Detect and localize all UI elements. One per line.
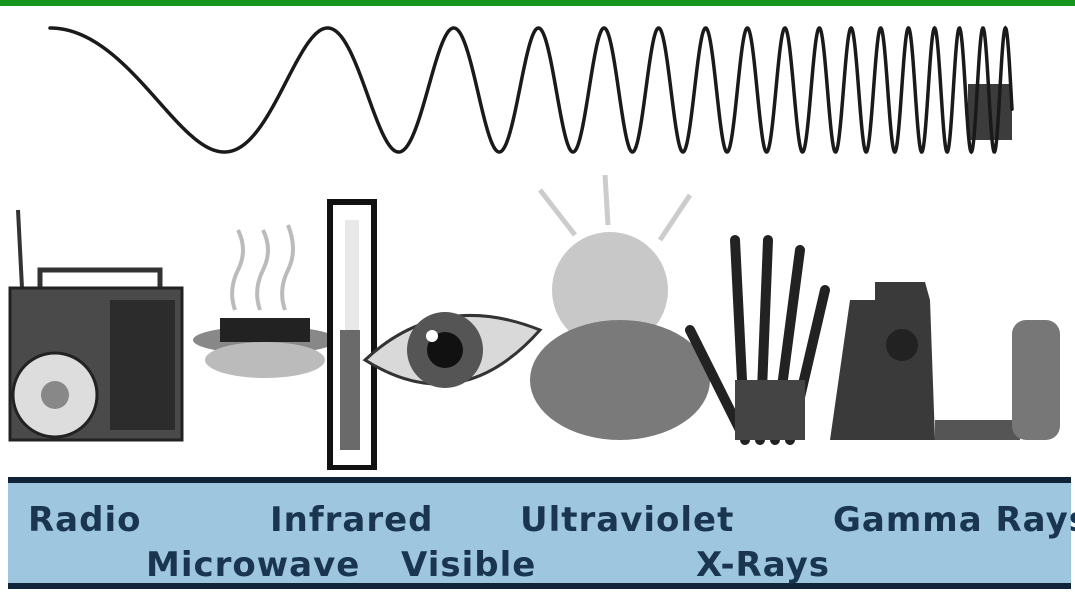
thermometer-icon bbox=[330, 202, 374, 468]
label-microwave: Microwave bbox=[146, 545, 360, 585]
spectrum-labels-band: Radio Infrared Ultraviolet Gamma Rays Mi… bbox=[8, 477, 1071, 589]
label-infrared: Infrared bbox=[270, 500, 434, 540]
wave-line bbox=[50, 28, 1012, 152]
label-ultraviolet: Ultraviolet bbox=[520, 500, 734, 540]
label-radio: Radio bbox=[28, 500, 141, 540]
label-gamma-rays: Gamma Rays bbox=[833, 500, 1075, 540]
xray-hand-icon bbox=[690, 240, 825, 440]
label-visible: Visible bbox=[401, 545, 536, 585]
nuclear-plant-icon bbox=[830, 282, 1060, 440]
lightbulb-icon bbox=[530, 175, 710, 440]
eye-icon bbox=[365, 312, 540, 388]
label-x-rays: X-Rays bbox=[696, 545, 830, 585]
radio-icon bbox=[10, 210, 182, 440]
spectrum-diagram bbox=[0, 0, 1075, 470]
wave-dense-block bbox=[968, 84, 1012, 140]
microwave-icon bbox=[193, 225, 337, 378]
